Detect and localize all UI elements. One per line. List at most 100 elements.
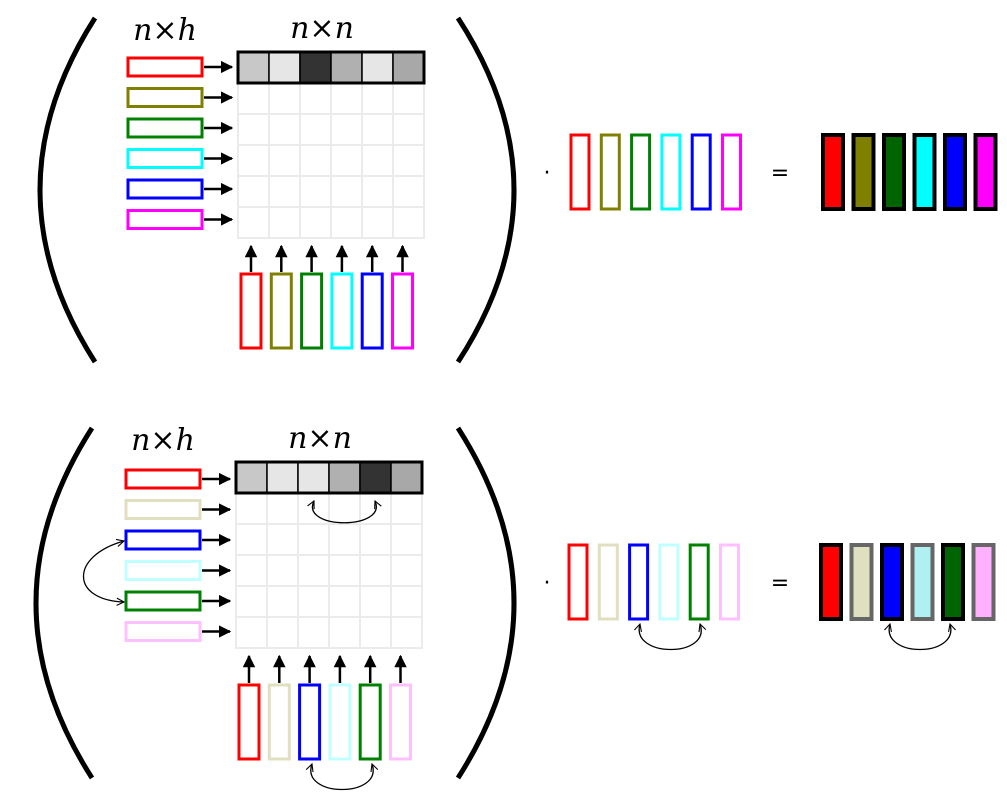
swap-arrow-matrix-columns (312, 501, 376, 524)
matrix-cell (359, 585, 392, 618)
matrix-cell (268, 144, 301, 177)
value-vectors (569, 133, 742, 211)
swap-arrow-value-vectors (639, 624, 701, 650)
query-vector (126, 117, 204, 139)
output-vector (943, 133, 967, 211)
output-vectors (819, 543, 996, 621)
matrix-cell (237, 206, 270, 239)
value-vector (597, 543, 619, 621)
matrix-cell (330, 175, 363, 208)
key-vector (330, 272, 354, 350)
key-vectors (237, 654, 412, 761)
query-vector (126, 178, 204, 200)
matrix-cell (361, 82, 394, 115)
matrix-cell (359, 554, 392, 587)
matrix-cell (328, 523, 361, 556)
matrix-cell (235, 616, 268, 649)
equals-sign: = (771, 161, 789, 186)
matrix-cell (390, 523, 423, 556)
matrix-highlight-cell (392, 51, 425, 84)
matrix-highlight-cell (361, 51, 394, 84)
matrix-cell (299, 82, 332, 115)
matrix-cell (392, 144, 425, 177)
matrix-highlight-row-border (234, 460, 424, 495)
query-vector (124, 529, 202, 551)
matrix-cell (266, 523, 299, 556)
matrix-cell (235, 523, 268, 556)
matrix-highlight-row-border (236, 50, 426, 85)
key-vector (360, 272, 384, 350)
matrix-highlight-cell (235, 461, 268, 494)
matrix-highlight-cell (330, 51, 363, 84)
query-vector (126, 87, 204, 108)
panel-bottom: n×h n×n · = (33, 421, 996, 790)
matrix-cell (330, 206, 363, 239)
matrix-cell (268, 206, 301, 239)
equals-sign: = (771, 571, 789, 596)
value-vector (690, 133, 712, 211)
matrix-cell (390, 492, 423, 525)
output-vector (971, 543, 996, 621)
swap-arrow-key-columns (311, 764, 373, 790)
matrix-cell (330, 113, 363, 146)
matrix-cell (235, 585, 268, 618)
matrix-cell (268, 175, 301, 208)
query-vector (126, 56, 204, 78)
swap-arrow-query-rows (83, 541, 125, 602)
matrix-cell (297, 554, 330, 587)
output-vector (851, 133, 876, 211)
key-vector (358, 683, 382, 761)
matrix-cell (297, 585, 330, 618)
dot-operator: · (544, 571, 551, 596)
matrix-highlight-row (236, 50, 426, 85)
query-vectors (124, 468, 232, 642)
label-n-by-h: n×h (131, 423, 195, 458)
output-vector (819, 543, 843, 621)
right-parenthesis (455, 426, 517, 780)
matrix-highlight-cell (237, 51, 270, 84)
matrix-cell (359, 616, 392, 649)
output-vector (882, 133, 906, 211)
matrix-cell (297, 616, 330, 649)
matrix-cell (392, 206, 425, 239)
label-n-by-h: n×h (133, 13, 197, 48)
matrix-cell (359, 523, 392, 556)
matrix-cell (390, 616, 423, 649)
value-vector (628, 543, 650, 621)
query-vector (126, 148, 204, 169)
matrix-cell (390, 554, 423, 587)
matrix-cell (299, 206, 332, 239)
panel-top: n×h n×n · = (37, 11, 998, 364)
matrix-cell (330, 82, 363, 115)
output-vector (941, 543, 965, 621)
matrix-cell (235, 492, 268, 525)
value-vector (660, 133, 682, 211)
attention-matrix-grid (237, 82, 425, 239)
matrix-cell (328, 616, 361, 649)
key-vectors (239, 244, 414, 350)
matrix-cell (299, 175, 332, 208)
value-vector (569, 133, 591, 211)
matrix-highlight-cell (359, 461, 392, 494)
query-vector (124, 499, 202, 520)
output-vectors (821, 133, 998, 211)
output-vector (880, 543, 904, 621)
matrix-cell (268, 82, 301, 115)
matrix-cell (390, 585, 423, 618)
matrix-cell (328, 585, 361, 618)
swap-arrow-output-vectors (889, 624, 951, 650)
key-vector (389, 683, 412, 761)
key-vector (267, 683, 291, 761)
matrix-cell (328, 492, 361, 525)
matrix-cell (266, 585, 299, 618)
key-vector (391, 272, 414, 350)
key-vector (328, 683, 352, 761)
matrix-cell (392, 82, 425, 115)
left-parenthesis (37, 16, 98, 364)
key-vector (239, 272, 263, 350)
matrix-cell (297, 523, 330, 556)
matrix-cell (299, 144, 332, 177)
matrix-cell (237, 82, 270, 115)
matrix-cell (328, 554, 361, 587)
